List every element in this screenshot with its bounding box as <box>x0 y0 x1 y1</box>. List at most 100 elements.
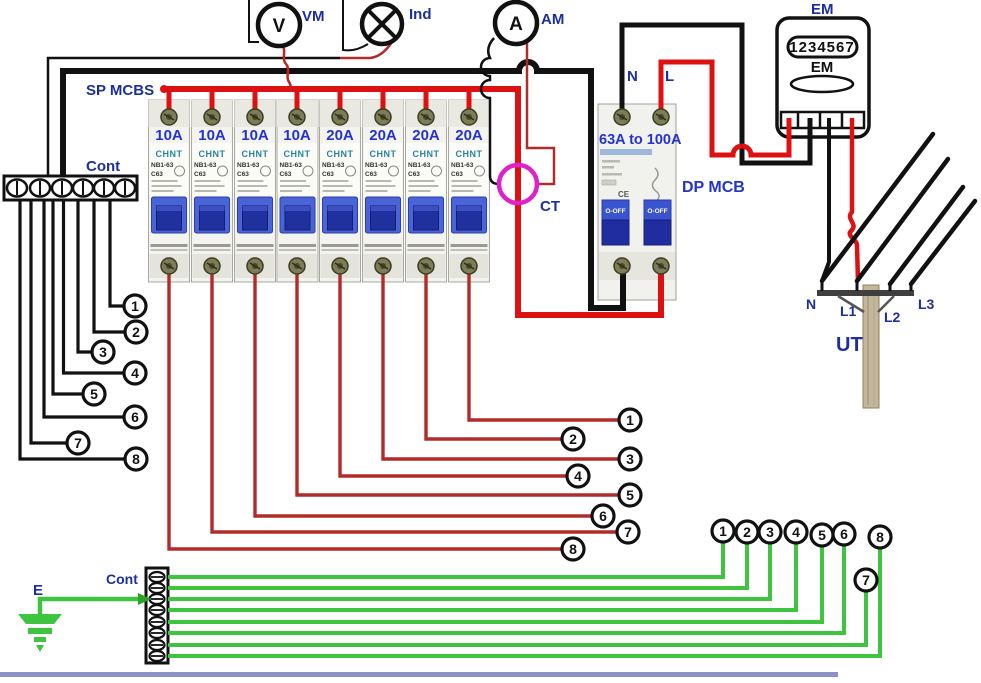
em-label: EM <box>811 1 834 18</box>
circuit-tag: 8 <box>132 451 140 467</box>
indicator-wire <box>340 41 394 60</box>
indicator-cross-2 <box>366 8 398 40</box>
circuit-tag: 4 <box>131 365 139 381</box>
ammeter-ct-wire-1 <box>479 37 500 186</box>
earth-branch-wires <box>168 542 882 658</box>
meter-dial <box>789 74 855 94</box>
mcb-model: NB1-63 <box>280 162 303 169</box>
current-transformer-ring <box>496 162 540 206</box>
dp-neutral-to-meter-wire <box>619 22 813 166</box>
mcb-feed-stubs <box>166 90 472 114</box>
sp-mcbs-pointer <box>160 85 168 93</box>
ammeter-label: AM <box>541 11 564 28</box>
earth-wire-arrow <box>138 593 151 605</box>
mcb-texts: 10A 10A 10A 10A 20A 20A 20A 20A CHNT CHN… <box>151 127 483 178</box>
circuit-tag: 2 <box>743 524 751 540</box>
dp-mcb-label: DP MCB <box>682 179 745 196</box>
neutral-branch-wires <box>18 199 125 461</box>
mcb-rating: 10A <box>241 127 269 144</box>
circuit-tag: 2 <box>569 431 577 447</box>
dp-n-label: N <box>627 68 638 85</box>
cont-left-label: Cont <box>86 158 120 175</box>
pole-l1-label: L1 <box>840 303 857 319</box>
footer-divider <box>0 672 838 677</box>
ammeter-letter: A <box>509 14 523 35</box>
voltmeter-symbol <box>255 1 303 49</box>
circuit-tag: 1 <box>626 412 634 428</box>
earth-label: E <box>33 582 43 599</box>
circuit-tag: 8 <box>876 529 884 545</box>
circuit-tag: 8 <box>569 541 577 557</box>
mcb-model: NB1-63 <box>237 162 260 169</box>
mcb-curve: C63 <box>365 171 377 178</box>
mcb-rating: 20A <box>326 127 354 144</box>
overhead-lines <box>819 131 978 287</box>
meter-neutral-wire <box>46 56 340 177</box>
neutral-bus-wire <box>60 59 626 311</box>
earth-main-wire <box>37 596 138 616</box>
indicator-label: Ind <box>409 6 432 23</box>
mcb-brand: CHNT <box>156 149 183 159</box>
sp-mcbs-label: SP MCBS <box>86 82 154 99</box>
circuit-tag: 1 <box>131 298 139 314</box>
dp-rating-label: 63A to 100A <box>599 132 682 148</box>
indicator-supply-wire <box>342 0 369 52</box>
mcb-curve: C63 <box>408 171 420 178</box>
cont-bottom-label: Cont <box>106 571 138 587</box>
neutral-circuit-tags: 1 2 3 4 5 6 7 8 <box>65 293 149 472</box>
mcb-rating: 20A <box>369 127 397 144</box>
energy-meter <box>775 16 871 139</box>
pole-l3-label: L3 <box>918 296 935 312</box>
mcb-model: NB1-63 <box>365 162 388 169</box>
mcb-curve: C63 <box>322 171 334 178</box>
circuit-tag: 6 <box>599 508 607 524</box>
mcb-brand: CHNT <box>327 149 354 159</box>
voltmeter-supply-wire <box>248 0 259 43</box>
mcb-rating: 20A <box>455 127 483 144</box>
earth-circuit-tags: 1 2 3 4 5 6 7 8 <box>710 518 893 593</box>
mcb-curve: C63 <box>151 171 163 178</box>
mcb-rating: 10A <box>283 127 311 144</box>
earth-symbol <box>18 614 62 652</box>
phase-branch-wires <box>167 270 619 551</box>
mcb-model: NB1-63 <box>408 162 431 169</box>
circuit-tag: 7 <box>624 524 632 540</box>
dp-l-label: L <box>665 68 674 85</box>
mcb-brand: CHNT <box>284 149 311 159</box>
mcb-brand: CHNT <box>242 149 269 159</box>
dp-phase-to-meter-wire <box>658 59 792 158</box>
pole-crossarm <box>817 290 914 296</box>
mcb-curve: C63 <box>451 171 463 178</box>
mcb-model: NB1-63 <box>451 162 474 169</box>
earth-terminal-block <box>144 566 170 665</box>
dp-mcb <box>597 103 677 301</box>
mcb-rating: 10A <box>198 127 226 144</box>
pole-n-label: N <box>806 296 816 312</box>
mcb-brand: CHNT <box>199 149 226 159</box>
dp-ce-mark: CE <box>618 190 630 199</box>
mcb-model: NB1-63 <box>322 162 345 169</box>
circuit-tag: 3 <box>626 451 634 467</box>
voltmeter-label: VM <box>302 8 325 25</box>
circuit-tag: 5 <box>90 386 98 402</box>
pole-ut-label: UT <box>836 334 863 356</box>
mcb-rating: 10A <box>155 127 183 144</box>
circuit-tag: 2 <box>132 324 140 340</box>
utility-pole <box>817 284 914 409</box>
service-phase-wire <box>847 118 861 282</box>
circuit-tag: 1 <box>719 523 727 539</box>
mcb-curve: C63 <box>237 171 249 178</box>
mcb-curve: C63 <box>280 171 292 178</box>
dp-switch-label: O-OFF <box>647 208 667 215</box>
voltmeter-phase-wire <box>280 43 293 93</box>
neutral-terminal-block <box>2 174 139 202</box>
circuit-tag: 3 <box>766 524 774 540</box>
mcb-model: NB1-63 <box>151 162 174 169</box>
phase-circuit-tags: 1 2 3 4 5 6 7 8 <box>560 407 643 562</box>
mcb-rating: 20A <box>412 127 440 144</box>
ammeter-ct-wire-2 <box>525 38 556 186</box>
pole-l2-label: L2 <box>884 309 901 325</box>
service-neutral-wire <box>820 118 831 282</box>
circuit-tag: 4 <box>792 524 800 540</box>
